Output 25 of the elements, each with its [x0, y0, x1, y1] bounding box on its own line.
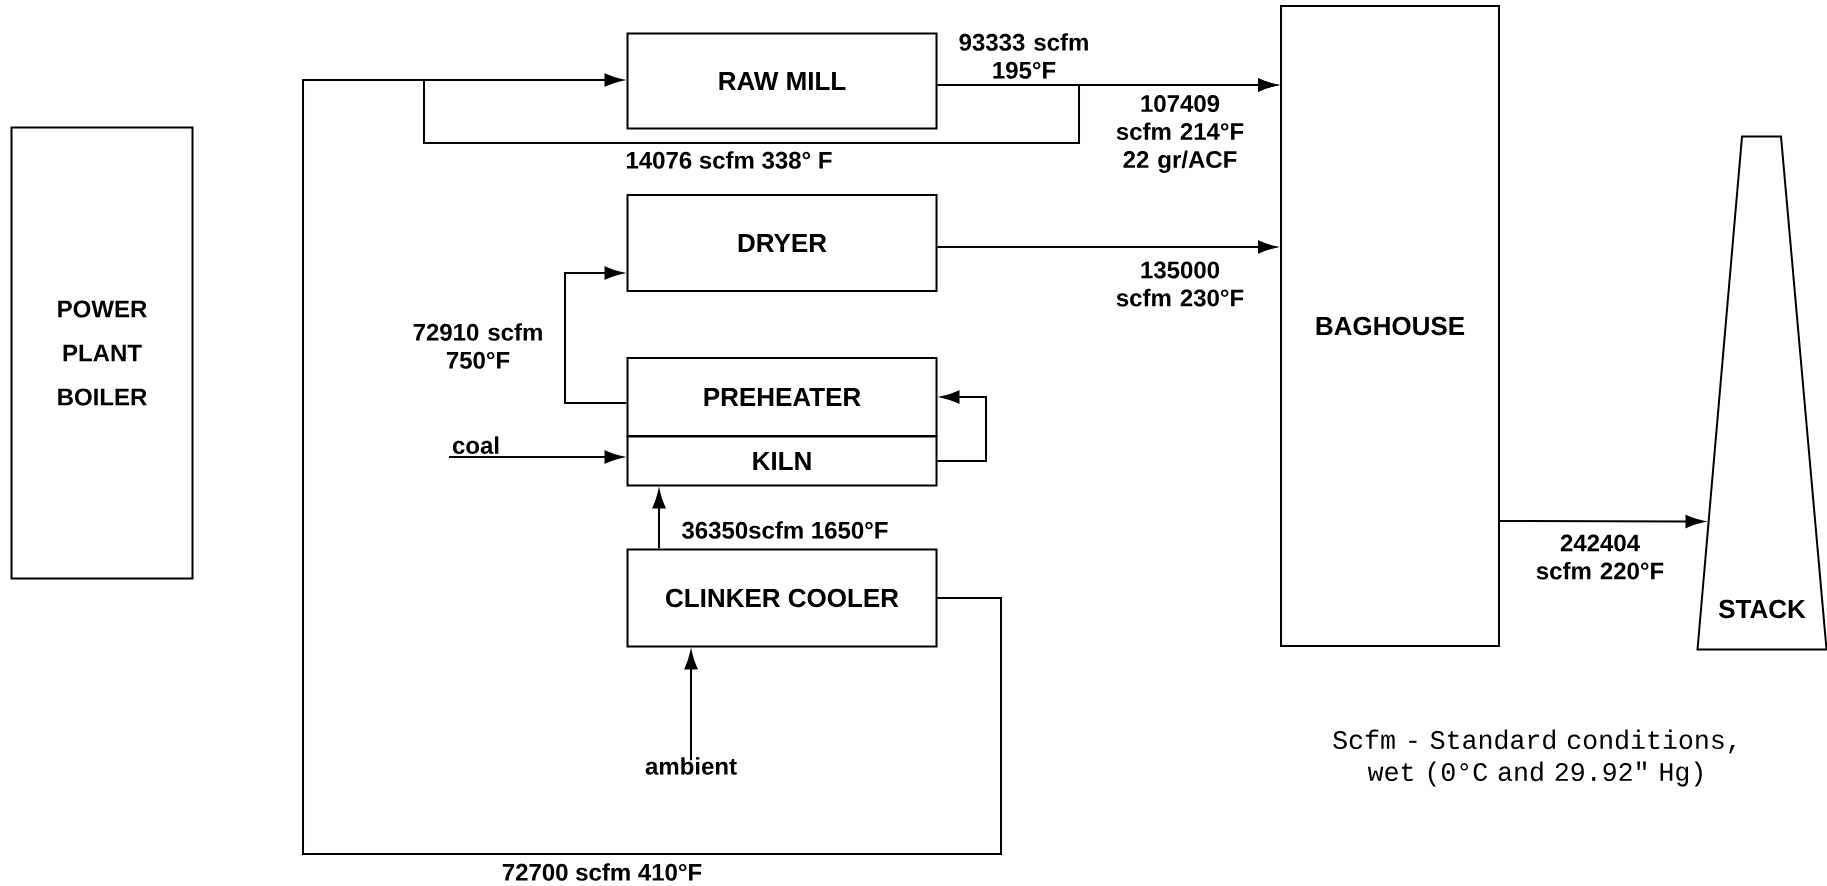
arrow: [936, 240, 1277, 254]
process-box: BAGHOUSE: [1280, 5, 1500, 647]
process-box: DRYER: [626, 194, 938, 292]
arrow: [448, 450, 623, 464]
edge-label: 72700 scfm 410°F: [502, 863, 702, 881]
process-box: KILN: [626, 435, 938, 487]
edge-label: 36350scfm 1650°F: [682, 521, 888, 539]
arrow: [652, 490, 666, 550]
edge-label: 93333 scfm 195°F: [959, 33, 1088, 79]
process-box: POWER PLANT BOILER: [10, 126, 194, 580]
arrow: [564, 266, 628, 404]
edge-label: 14076 scfm 338° F: [627, 151, 832, 169]
arrow: [684, 651, 698, 762]
process-box: CLINKER COOLER: [626, 548, 938, 648]
arrow: [936, 78, 1277, 92]
edge-label: 242404 scfm 220°F: [1536, 534, 1664, 580]
process-box: RAW MILL: [626, 32, 938, 130]
arrow: [936, 390, 987, 462]
edge-label: 135000 scfm 230°F: [1116, 261, 1244, 307]
input-text: coal: [452, 436, 499, 454]
process-box: PREHEATER: [626, 357, 938, 437]
note-text: Scfm - Standard conditions, wet (0°C and 29.92" Hg): [1333, 729, 1735, 787]
flow-label: 107409 scfm 214°F 22 gr/ACF: [1116, 95, 1244, 173]
input-text: ambient: [645, 757, 737, 775]
edge-label: 72910 scfm 750°F: [413, 323, 542, 369]
